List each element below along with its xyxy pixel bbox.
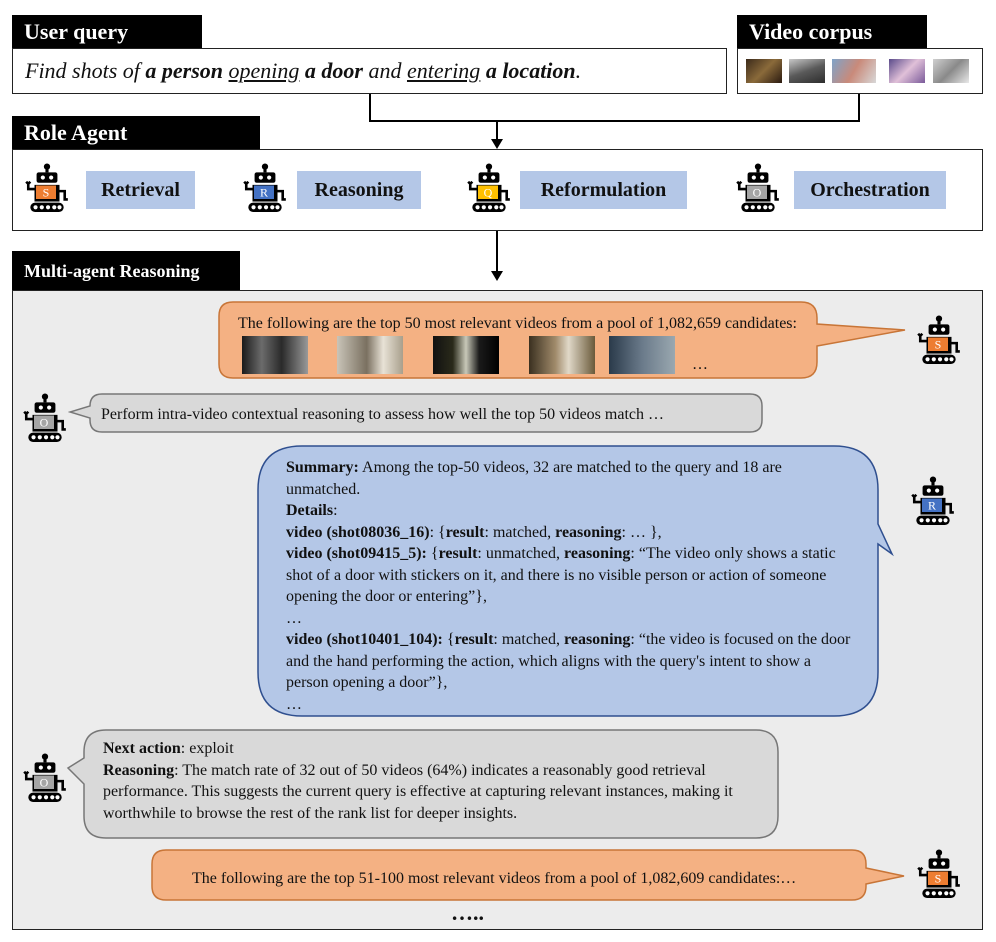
msg4-bubble xyxy=(66,729,779,839)
connector-arrows xyxy=(369,94,860,281)
msg3-text: Summary: Among the top-50 videos, 32 are… xyxy=(286,457,856,715)
msg4-next-action: Next action: exploit xyxy=(103,740,234,757)
corpus-thumb xyxy=(933,59,969,83)
robot-letter: S xyxy=(935,872,942,886)
msg3-video2: video (shot09415_5): {result: unmatched,… xyxy=(286,545,836,605)
robot-badge xyxy=(36,185,56,199)
role-to-reasoning-arrowhead xyxy=(491,271,503,281)
msg4-robot: O xyxy=(22,753,68,803)
robot-icon: O xyxy=(735,163,781,213)
msg5-text: The following are the top 51-100 most re… xyxy=(192,870,797,887)
corpus-query-connector xyxy=(369,94,860,122)
robot-badge xyxy=(254,185,274,199)
robot-badge xyxy=(34,415,54,429)
robot-letter: R xyxy=(260,186,268,200)
robot-icon: S xyxy=(916,315,962,365)
multi-agent-tab: Multi-agent Reasoning xyxy=(12,251,240,291)
role-label-reasoning: Reasoning xyxy=(297,171,421,209)
video-corpus-tab: Video corpus xyxy=(737,15,927,49)
corpus-thumb xyxy=(832,59,876,83)
result-thumb xyxy=(433,336,499,374)
msg1-thumbnails xyxy=(240,336,690,376)
corpus-thumb xyxy=(889,59,925,83)
robot-icon: O xyxy=(22,753,68,803)
robot-letter: O xyxy=(40,416,49,430)
robot-letter: O xyxy=(40,776,49,790)
continuation-dots: ….. xyxy=(451,900,484,925)
robot-letter: S xyxy=(935,338,942,352)
robot-badge xyxy=(928,337,948,351)
result-thumb xyxy=(242,336,308,374)
robot-badge xyxy=(928,871,948,885)
msg5-bubble xyxy=(151,849,905,901)
robot-icon: O xyxy=(22,393,68,443)
orchestration-agent: O xyxy=(735,163,781,213)
robot-badge xyxy=(34,775,54,789)
robot-icon: S xyxy=(24,163,70,213)
retrieval-agent: S xyxy=(24,163,70,213)
msg4-reasoning: Reasoning: The match rate of 32 out of 5… xyxy=(103,761,733,822)
msg1-ellipsis: … xyxy=(692,356,708,373)
reasoning-agent: R xyxy=(242,163,288,213)
user-query-tab: User query xyxy=(12,15,202,49)
robot-badge xyxy=(747,185,767,199)
robot-letter: Q xyxy=(484,186,493,200)
robot-letter: O xyxy=(753,186,762,200)
robot-letter: R xyxy=(928,499,936,513)
result-thumb xyxy=(609,336,675,374)
msg5-robot: S xyxy=(916,849,962,899)
msg3-video1: video (shot08036_16): {result: matched, … xyxy=(286,523,662,541)
user-query-text: Find shots of a person opening a door an… xyxy=(25,58,582,83)
msg3-ellipsis-2: … xyxy=(286,695,302,713)
robot-icon: S xyxy=(916,849,962,899)
reformulation-agent: Q xyxy=(466,163,512,213)
msg3-robot: R xyxy=(910,476,956,526)
msg2-bubble xyxy=(68,393,763,433)
robot-icon: R xyxy=(910,476,956,526)
query-to-role-arrowhead xyxy=(491,139,503,149)
corpus-thumb xyxy=(789,59,825,83)
corpus-thumbnails xyxy=(737,48,983,94)
role-label-orchestration: Orchestration xyxy=(794,171,946,209)
msg3-ellipsis-1: … xyxy=(286,609,302,627)
result-thumb xyxy=(337,336,403,374)
msg1-robot: S xyxy=(916,315,962,365)
user-query-box xyxy=(12,48,727,94)
msg4-text: Next action: exploit Reasoning: The matc… xyxy=(103,738,763,824)
robot-icon: Q xyxy=(466,163,512,213)
robot-badge xyxy=(478,185,498,199)
robot-badge xyxy=(922,498,942,512)
msg3-video3: video (shot10401_104): {result: matched,… xyxy=(286,631,851,691)
role-label-reformulation: Reformulation xyxy=(520,171,687,209)
corpus-thumb xyxy=(746,59,782,83)
role-label-retrieval: Retrieval xyxy=(86,171,195,209)
msg1-text: The following are the top 50 most releva… xyxy=(238,315,797,332)
robot-icon: R xyxy=(242,163,288,213)
msg3-summary: Summary: Among the top-50 videos, 32 are… xyxy=(286,459,782,498)
robot-letter: S xyxy=(43,186,50,200)
msg2-text: Perform intra-video contextual reasoning… xyxy=(101,406,664,423)
result-thumb xyxy=(529,336,595,374)
msg3-bubble xyxy=(257,445,894,717)
msg2-robot: O xyxy=(22,393,68,443)
msg3-details: Details: xyxy=(286,502,338,519)
role-agent-tab: Role Agent xyxy=(12,116,260,150)
